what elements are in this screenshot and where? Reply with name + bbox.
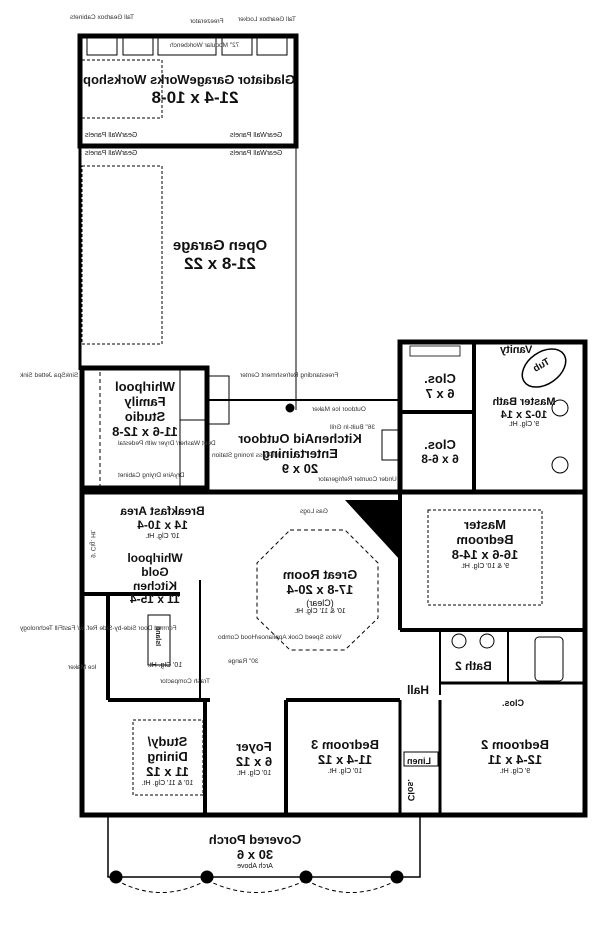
room-dims: 21-8 x 22 (184, 254, 256, 274)
callout-ironing: ImPress Ironing Station (212, 452, 280, 459)
room-name: Great Room (282, 567, 358, 582)
room-name: Whirlpool Family Studio (115, 379, 175, 424)
callout-refresh-center: Freestanding Refreshment Center (240, 372, 339, 379)
room-ceiling: 9' Clg. Ht. (508, 421, 540, 429)
room-foyer: Foyer 6 x 12 10' Clg. Ht. (228, 739, 280, 778)
room-kitchen: Whirlpool Gold Kitchen 11 x 15-4 (120, 551, 190, 607)
kitchen-ceiling: 10' Clg. Ht. (147, 662, 183, 669)
gearwall-label: GearWall Panels (230, 150, 283, 157)
room-bath-2: Bath 2 (455, 659, 492, 673)
room-ceiling: 10' Clg. Ht. (236, 769, 272, 777)
room-breakfast: Breakfast Area 14 x 10-4 10' Clg. Ht. (115, 504, 210, 541)
callout-tall-locker: Tall Gearbox Locker (238, 16, 296, 23)
room-master-bedroom: Master Bedroom 16-6 x 14-8 9' & 10' Clg.… (440, 517, 530, 571)
room-closet-1: Clos. 6 x 7 (412, 371, 468, 402)
room-ceiling: 10' & 11' Clg. Ht. (141, 779, 194, 787)
room-dims: 20 x 9 (281, 460, 319, 476)
room-name: Bedroom 2 (481, 737, 549, 752)
room-name: Covered Porch (208, 832, 302, 847)
callout-grill: 36" Built-In Grill (330, 424, 375, 431)
callout-outdoor-ice-maker: Outdoor Ice Maker (312, 406, 366, 413)
vanity-label: Vanity (500, 344, 533, 356)
gearwall-label: GearWall Panels (85, 132, 138, 139)
callout-workbench: 72" Modular Workbench (170, 42, 240, 49)
room-dims: 17-8 x 20-4 (286, 581, 354, 597)
breakfast-ceiling-vertical: 9' Clg. Ht. (88, 529, 96, 558)
room-dims: 11 x 12 (146, 763, 189, 779)
callout-freezerator: Freezerator (190, 18, 224, 25)
room-dims: 6 x 12 (235, 753, 273, 769)
room-dims: 12-4 x 11 (487, 751, 543, 767)
room-name: Master Bath (492, 396, 556, 408)
room-name: Gladiator GarageWorks Workshop (83, 72, 295, 87)
room-ceiling: 9' Clg. Ht. (499, 767, 531, 775)
room-name: Foyer (236, 739, 272, 754)
room-dims: 6 x 7 (425, 385, 455, 401)
room-note: Arch Above (237, 862, 273, 870)
room-dims: 30 x 6 (236, 846, 274, 862)
closet-label: Clos. (502, 698, 525, 708)
room-study: Study/ Dining 11 x 12 10' & 11' Clg. Ht. (135, 734, 200, 788)
room-ceiling: 10' & 11' Clg. Ht. (294, 608, 346, 616)
room-garage: Open Garage 21-8 x 22 (160, 237, 280, 274)
room-dims: 14 x 10-4 (137, 517, 188, 532)
callout-fridge: Formed Door Side-by-Side Ref. w/ FastFil… (20, 625, 177, 632)
room-dims: 16-6 x 14-8 (451, 546, 519, 562)
room-bedroom-3: Bedroom 3 11-4 x 12 10' Clg. Ht. (300, 737, 390, 776)
room-bedroom-2: Bedroom 2 12-4 x 11 9' Clg. Ht. (470, 737, 560, 776)
room-porch: Covered Porch 30 x 6 Arch Above (190, 832, 320, 871)
callout-under-fridge: Under Counter Refrigerator (318, 476, 397, 483)
room-name: Breakfast Area (120, 504, 205, 518)
room-master-bath: Master Bath 10-2 x 14 9' Clg. Ht. (490, 396, 558, 429)
room-dims: 11 x 15-4 (129, 592, 181, 607)
room-ceiling: 10' Clg. Ht. (145, 532, 180, 540)
room-hall: Hall (407, 683, 430, 697)
room-dims: 11-6 x 12-8 (112, 423, 178, 439)
room-ceiling: 10' Clg. Ht. (327, 767, 363, 775)
callout-tall-cabinets: Tall Gearbox Cabinets (70, 14, 134, 21)
gearwall-label: GearWall Panels (230, 132, 283, 139)
callout-drying-cabinet: DryAire Drying Cabinet (118, 472, 185, 479)
room-name: Clos. (424, 371, 456, 386)
room-workshop: Gladiator GarageWorks Workshop 21-4 x 10… (83, 72, 295, 107)
room-great-room: Great Room 17-8 x 20-4 (Clear) 10' & 11'… (270, 567, 370, 616)
callout-range: 30" Range (228, 658, 259, 665)
room-closet-2: Clos. 6 x 6-8 (412, 437, 468, 467)
callout-washer-dryer: Duet Washer/ Dryer with Pedestal (118, 440, 216, 447)
room-name: Study/ Dining (147, 734, 188, 764)
room-dims: 6 x 6-8 (421, 451, 459, 466)
room-dims: 11-4 x 12 (317, 751, 373, 767)
room-ceiling: 9' & 10' Clg. Ht. (460, 562, 510, 570)
callout-ice-maker: Ice Maker (68, 664, 97, 671)
callout-sink: SinkSpa Jetted Sink (20, 372, 79, 379)
room-name: Open Garage (172, 237, 268, 254)
room-family-studio: Whirlpool Family Studio 11-6 x 12-8 (110, 379, 180, 440)
room-note: (Clear) (306, 597, 334, 608)
closet-vertical-label: Clos. (406, 779, 417, 802)
callout-trash: Trash Compactor (160, 678, 210, 685)
room-name: Bedroom 3 (311, 737, 379, 752)
callout-speed-cook: Velos Speed Cook Appliance/Hood Combo (218, 634, 342, 641)
room-name: Clos. (424, 437, 456, 452)
room-name: Master Bedroom (456, 517, 514, 547)
room-name: Whirlpool Gold Kitchen (127, 551, 183, 593)
callout-gas-logs: Gas Logs (300, 508, 328, 515)
gearwall-label: GearWall Panels (85, 150, 138, 157)
room-dims: 21-4 x 10-8 (151, 87, 239, 107)
room-dims: 10-2 x 14 (500, 408, 548, 421)
linen-label: Linen (407, 756, 431, 766)
